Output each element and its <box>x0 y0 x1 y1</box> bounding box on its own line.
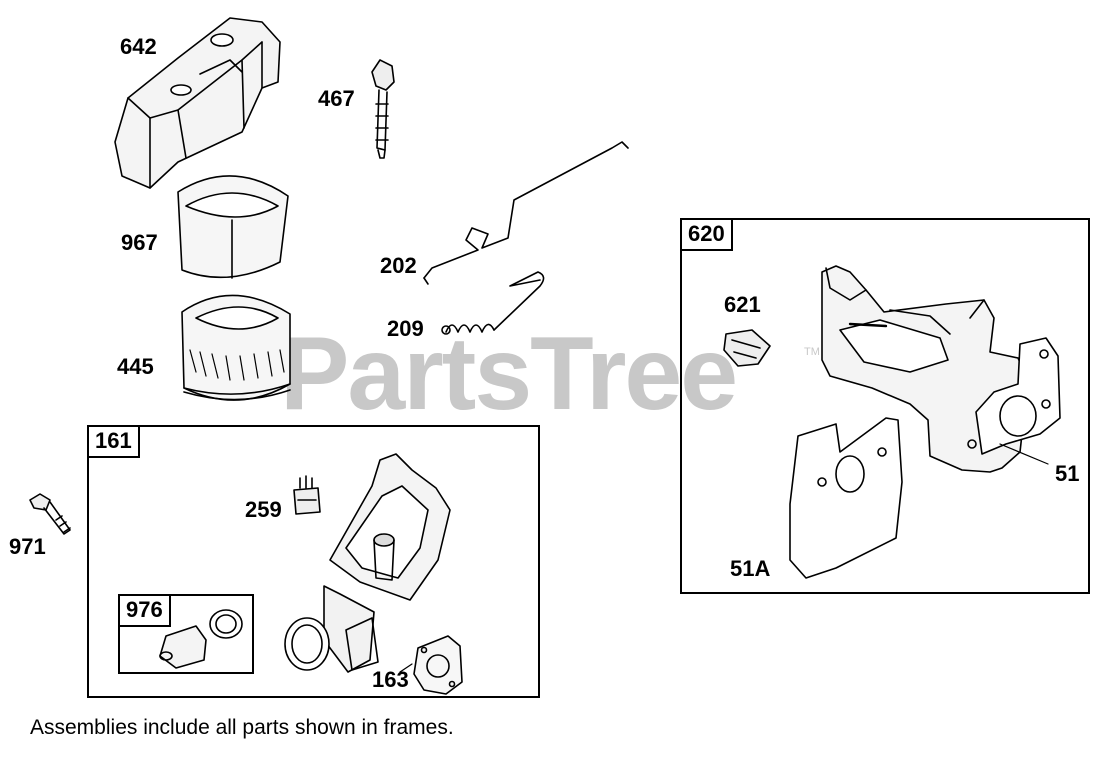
part-label-445: 445 <box>117 354 154 379</box>
part-label-967: 967 <box>121 230 158 255</box>
part-259-drawing <box>293 475 321 515</box>
part-label-163: 163 <box>372 667 409 692</box>
part-467-drawing <box>371 59 395 159</box>
frame-161-label: 161 <box>89 427 140 458</box>
part-label-642: 642 <box>120 34 157 59</box>
part-163-gasket-drawing <box>413 635 463 695</box>
frame-161: 161 <box>87 425 540 698</box>
part-51-leader <box>999 443 1049 465</box>
part-620-bracket-drawing <box>821 265 1061 473</box>
part-label-51A: 51A <box>730 556 771 581</box>
watermark-trademark: TM <box>804 346 820 358</box>
part-445-filter-drawing <box>181 294 291 401</box>
watermark-text: PartsTree <box>280 316 738 432</box>
part-976-breather-drawing <box>159 609 243 669</box>
part-label-209: 209 <box>387 316 424 341</box>
part-label-259: 259 <box>245 497 282 522</box>
frame-620-label: 620 <box>682 220 733 251</box>
frame-976-label: 976 <box>120 596 171 627</box>
part-label-971: 971 <box>9 534 46 559</box>
part-161-base-drawing <box>284 453 451 673</box>
footnote-text: Assemblies include all parts shown in fr… <box>30 716 454 739</box>
part-51A-plate-drawing <box>789 417 903 579</box>
part-label-621: 621 <box>724 292 761 317</box>
part-621-drawing <box>723 329 771 367</box>
part-label-202: 202 <box>380 253 417 278</box>
part-202-rod-drawing <box>423 141 629 285</box>
part-label-467: 467 <box>318 86 355 111</box>
part-967-precleaner-drawing <box>177 175 289 279</box>
frame-620: 620 <box>680 218 1090 594</box>
part-label-51: 51 <box>1055 461 1080 486</box>
part-971-bolt-drawing <box>29 493 71 535</box>
part-209-spring-drawing <box>441 271 545 335</box>
frame-976: 976 <box>118 594 254 674</box>
part-642-cover-drawing <box>114 17 281 189</box>
